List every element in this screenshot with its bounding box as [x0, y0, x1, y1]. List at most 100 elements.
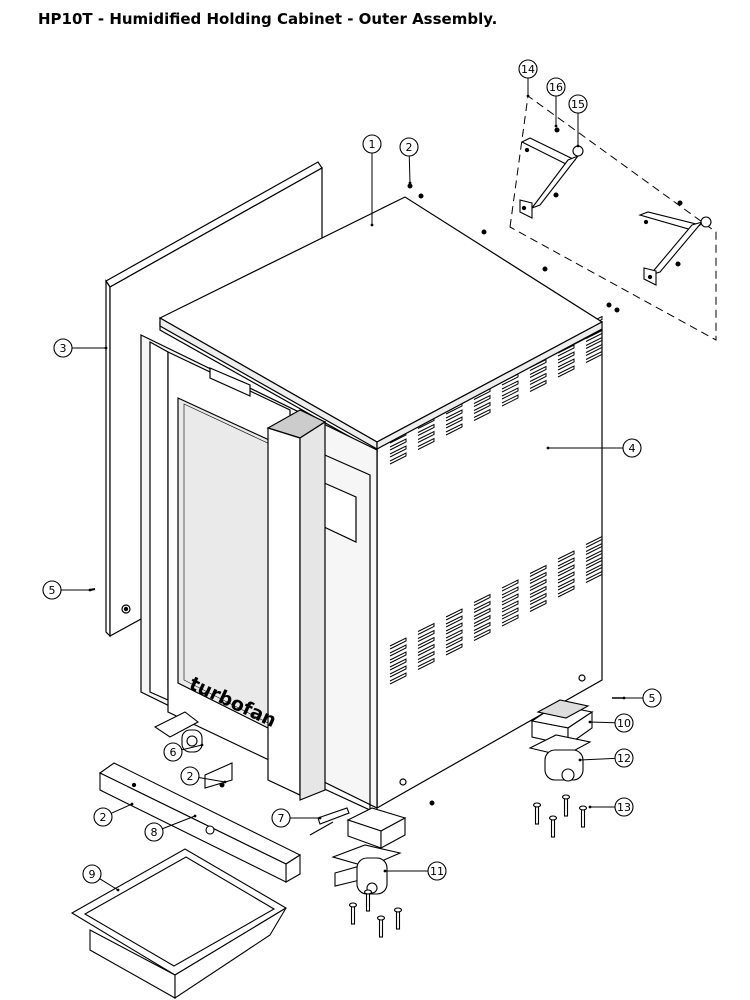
vent-slot	[557, 564, 575, 577]
callout-bubble	[82, 864, 102, 884]
callout-number: 7	[278, 812, 285, 825]
callout-bubble	[614, 713, 634, 733]
vent-slot	[445, 409, 463, 422]
vent-slot	[389, 672, 407, 685]
callout-2: 2	[399, 137, 419, 185]
vent-slot	[473, 593, 491, 606]
callout-4: 4	[546, 438, 642, 458]
callout-bubble	[568, 94, 588, 114]
drip-tray	[70, 848, 288, 1000]
vent-slot	[389, 445, 407, 458]
bracket-kit-boundary	[509, 95, 717, 341]
leader-dot	[588, 805, 592, 809]
callout-bubble	[427, 861, 447, 881]
vent-slot	[529, 599, 547, 612]
leader-dot	[193, 814, 197, 818]
callout-bubble	[42, 580, 62, 600]
callout-number: 9	[89, 868, 96, 881]
vent-slot	[501, 607, 519, 620]
callout-number: 12	[617, 752, 631, 765]
vent-slot	[417, 629, 435, 642]
callout-number: 11	[430, 865, 444, 878]
bolt	[393, 907, 403, 930]
leader-dot	[370, 223, 374, 227]
callout-bubble	[163, 742, 183, 762]
callout-14: 14	[518, 59, 538, 98]
vent-slot	[417, 650, 435, 663]
leader-dot	[546, 446, 550, 450]
cabinet-top	[158, 196, 604, 451]
vent-slot	[473, 607, 491, 620]
vent-slot	[585, 336, 603, 349]
callout-bubble	[271, 808, 291, 828]
vent-slot	[445, 629, 463, 642]
callout-number: 3	[60, 342, 67, 355]
vent-slot	[501, 387, 519, 400]
callout-number: 5	[649, 692, 656, 705]
vent-slot	[585, 535, 603, 548]
vent-slot	[529, 571, 547, 584]
leader-dot	[88, 588, 92, 592]
vent-slot	[389, 651, 407, 664]
vent-slot	[473, 401, 491, 414]
vent-slot	[417, 423, 435, 436]
vent-slot	[501, 380, 519, 393]
callout-bubble	[144, 822, 164, 842]
callout-3: 3	[53, 338, 108, 358]
vent-slot	[585, 563, 603, 576]
leader-dot	[383, 869, 387, 873]
vent-slot	[417, 636, 435, 649]
bolt	[532, 802, 542, 825]
callout-number: 13	[617, 801, 631, 814]
vent-slot	[445, 615, 463, 628]
vent-slot	[557, 550, 575, 563]
vent-slot	[417, 657, 435, 670]
callout-11: 11	[383, 861, 447, 881]
callout-2: 2	[93, 802, 134, 827]
vent-slot	[529, 585, 547, 598]
caster-bolts	[348, 794, 588, 938]
vent-slot	[557, 557, 575, 570]
vent-slot	[557, 571, 575, 584]
bolt	[548, 815, 558, 838]
leader-dot	[622, 696, 626, 700]
leader-line	[99, 878, 119, 891]
vent-slot	[529, 372, 547, 385]
callout-12: 12	[578, 748, 634, 768]
vent-slot	[501, 600, 519, 613]
vent-slot	[557, 351, 575, 364]
callout-bubble	[399, 137, 419, 157]
callout-8: 8	[144, 814, 197, 842]
leader-line	[111, 803, 133, 814]
callout-13: 13	[588, 797, 634, 817]
leader-dot	[554, 124, 558, 128]
leader-dot	[576, 144, 580, 148]
callout-bubble	[362, 134, 382, 154]
callout-bubble	[180, 766, 200, 786]
vent-slot	[585, 343, 603, 356]
caster-front-left	[153, 711, 233, 789]
callout-number: 5	[49, 584, 56, 597]
vent-slot	[529, 564, 547, 577]
bolt	[376, 915, 386, 938]
vent-slot	[389, 637, 407, 650]
vent-slot	[473, 621, 491, 634]
vent-slot	[417, 437, 435, 450]
callout-number: 6	[170, 746, 177, 759]
leader-dot	[318, 816, 322, 820]
leader-dot	[130, 802, 134, 806]
vent-slot	[389, 644, 407, 657]
leader-dot	[104, 346, 108, 350]
callout-bubble	[546, 77, 566, 97]
vent-slot	[501, 579, 519, 592]
vent-slot	[529, 578, 547, 591]
door-handle	[266, 409, 327, 801]
leader-line	[589, 721, 616, 724]
vent-slot	[445, 608, 463, 621]
vent-slot	[557, 578, 575, 591]
vent-slot	[473, 600, 491, 613]
callout-bubble	[518, 59, 538, 79]
callout-1: 1	[362, 134, 382, 227]
vent-slot	[557, 585, 575, 598]
